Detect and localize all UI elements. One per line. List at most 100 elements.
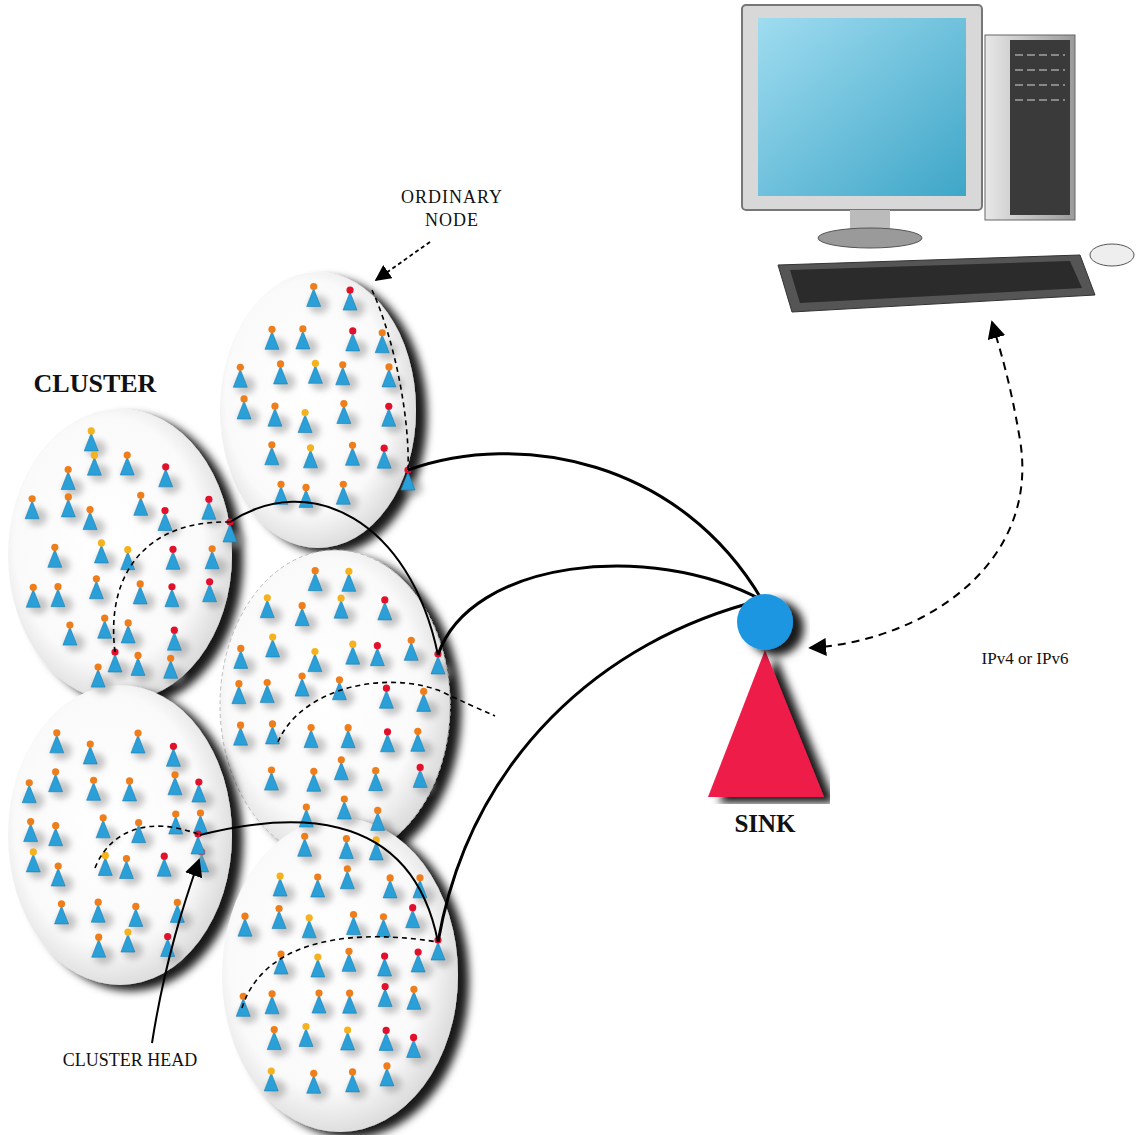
sensor-node bbox=[50, 729, 72, 760]
dashed-path bbox=[242, 937, 438, 1008]
tower-bays bbox=[1015, 55, 1065, 100]
sensor-node bbox=[51, 862, 73, 893]
sensor-node bbox=[307, 283, 329, 314]
monitor-base bbox=[818, 228, 922, 248]
sensor-node bbox=[84, 427, 106, 458]
sensor-node bbox=[22, 779, 44, 810]
sensor-node bbox=[375, 329, 397, 360]
heading-label: CLUSTER bbox=[0, 368, 190, 401]
sensor-node bbox=[237, 395, 259, 426]
sensor-node bbox=[342, 948, 364, 979]
ip-link-arrow bbox=[810, 322, 1022, 648]
sensor-node bbox=[304, 724, 326, 755]
sensor-nodes bbox=[22, 283, 453, 1100]
sensor-node bbox=[120, 451, 142, 482]
sensor-node bbox=[234, 722, 256, 753]
sensor-node bbox=[265, 441, 287, 472]
tower-front bbox=[1010, 40, 1070, 215]
sensor-node bbox=[169, 810, 191, 841]
cluster bbox=[222, 818, 458, 1132]
sensor-node bbox=[411, 728, 433, 759]
sensor-node bbox=[334, 756, 356, 787]
sensor-node bbox=[308, 648, 330, 679]
sensor-node bbox=[61, 466, 83, 497]
sensor-node bbox=[406, 904, 428, 935]
sensor-node bbox=[134, 492, 156, 523]
sensor-node bbox=[51, 583, 73, 614]
cluster bbox=[220, 550, 450, 860]
sensor-node bbox=[299, 803, 321, 834]
link bbox=[438, 600, 762, 942]
node-label: SINK bbox=[700, 810, 830, 838]
cluster-ellipses bbox=[8, 272, 458, 1132]
link bbox=[438, 566, 762, 655]
sensor-node bbox=[89, 575, 111, 606]
sensor-node bbox=[166, 743, 188, 774]
dashed-path bbox=[114, 522, 230, 652]
sensor-node bbox=[431, 936, 453, 967]
mouse bbox=[1090, 244, 1134, 266]
sensor-node bbox=[298, 409, 320, 440]
callout-label: ORDINARY NODE bbox=[377, 186, 527, 231]
sensor-node bbox=[223, 518, 245, 549]
sink-antenna bbox=[737, 594, 793, 650]
sensor-node bbox=[157, 853, 179, 884]
sensor-node bbox=[377, 445, 399, 476]
sink-symbol bbox=[700, 592, 830, 804]
sensor-node bbox=[308, 360, 330, 391]
sensor-node bbox=[83, 506, 105, 537]
sensor-node bbox=[413, 764, 435, 795]
sensor-node bbox=[268, 403, 290, 434]
sensor-node bbox=[266, 633, 288, 664]
sensor-node bbox=[264, 767, 286, 798]
sensor-node bbox=[131, 729, 153, 760]
sensor-node bbox=[343, 286, 365, 317]
sensor-node bbox=[311, 873, 333, 904]
sensor-node bbox=[165, 583, 187, 614]
sensor-node bbox=[378, 983, 400, 1014]
sensor-node bbox=[132, 819, 154, 850]
sink-node: SINK bbox=[700, 592, 830, 842]
sensor-node bbox=[336, 361, 358, 392]
cluster-head-leader bbox=[152, 860, 199, 1043]
sensor-node bbox=[272, 905, 294, 936]
sensor-node bbox=[121, 546, 143, 577]
sensor-node bbox=[238, 913, 260, 944]
sensor-node bbox=[407, 986, 429, 1017]
dashed-path bbox=[372, 290, 408, 470]
sensor-node bbox=[265, 990, 287, 1021]
sensor-node bbox=[431, 650, 453, 681]
sensor-node bbox=[25, 495, 47, 526]
sensor-node bbox=[83, 740, 105, 771]
sensor-node bbox=[234, 645, 256, 676]
sensor-node bbox=[166, 546, 188, 577]
sensor-node bbox=[123, 777, 145, 808]
sensor-node bbox=[274, 360, 296, 391]
sensor-node bbox=[417, 688, 439, 719]
sensor-node bbox=[87, 777, 109, 808]
sensor-node bbox=[411, 948, 433, 979]
sensor-node bbox=[26, 584, 48, 615]
sensor-node bbox=[378, 952, 400, 983]
screen bbox=[758, 18, 966, 196]
sensor-node bbox=[307, 1070, 329, 1101]
cluster bbox=[8, 409, 232, 701]
callout-label: CLUSTER HEAD bbox=[30, 1049, 230, 1072]
sensor-node bbox=[407, 1034, 429, 1065]
sensor-node bbox=[346, 442, 368, 473]
sensor-node bbox=[49, 822, 71, 853]
link bbox=[230, 502, 438, 655]
dashed-path bbox=[95, 826, 200, 868]
tower bbox=[985, 35, 1075, 220]
sensor-node bbox=[203, 578, 225, 609]
sensor-node bbox=[307, 768, 329, 799]
sensor-node bbox=[343, 990, 365, 1021]
sensor-node bbox=[302, 914, 324, 945]
sensor-node bbox=[341, 1026, 363, 1057]
sensor-node bbox=[265, 326, 287, 357]
sensor-node bbox=[267, 1026, 289, 1057]
protocol-label: IPv4 or IPv6 bbox=[950, 648, 1100, 669]
sensor-node bbox=[296, 325, 318, 356]
ordinary-node-leader bbox=[376, 242, 430, 280]
sensor-node bbox=[119, 855, 141, 886]
